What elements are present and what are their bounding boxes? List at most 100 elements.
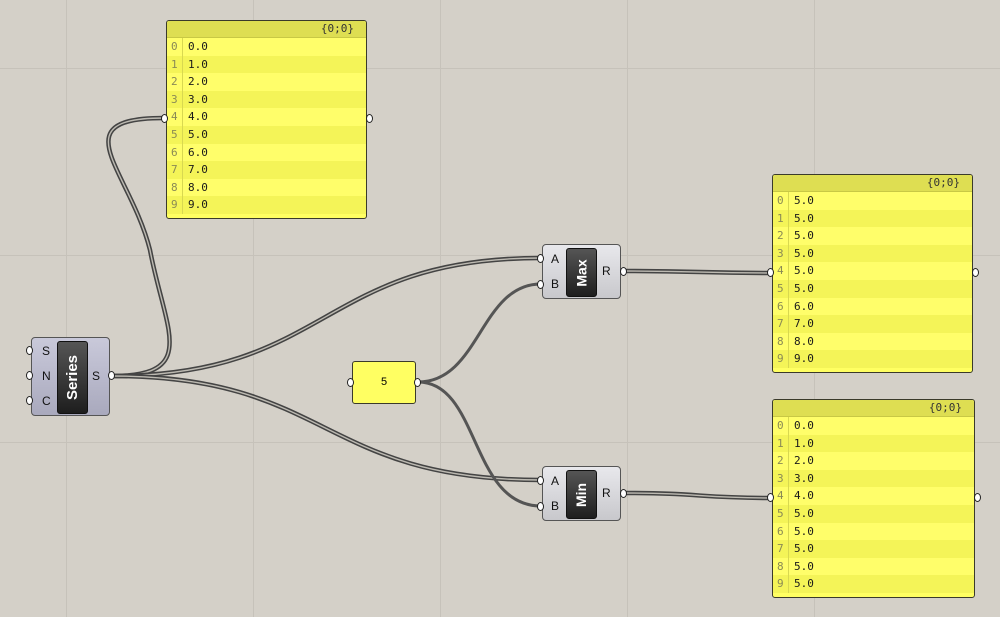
max-component[interactable]: A B Max R <box>542 244 621 299</box>
min-output-r-port[interactable] <box>620 489 627 498</box>
series-output-s-port[interactable] <box>108 371 115 380</box>
panel-row-value: 0.0 <box>188 40 208 53</box>
panel-row-value: 5.0 <box>794 194 814 207</box>
panel-row-value: 2.0 <box>188 75 208 89</box>
min-input-a-label: A <box>551 474 560 488</box>
series-component[interactable]: S N C Series S <box>31 337 110 416</box>
max-input-b-port[interactable] <box>537 280 544 289</box>
panel-row-index: 4 <box>167 108 183 126</box>
panel-row-index: 1 <box>773 434 789 453</box>
panel-row-value: 5.0 <box>188 127 208 141</box>
panel-row-value: 1.0 <box>188 57 208 71</box>
panel-row-value: 2.0 <box>794 454 814 468</box>
wire-series-to-panel[interactable] <box>106 115 172 379</box>
series-output-s-label: S <box>92 369 101 383</box>
panel-row-index: 0 <box>167 38 183 56</box>
panel-row-value: 3.0 <box>188 92 208 106</box>
panel-row-index: 1 <box>773 209 789 228</box>
panel-row-value: 6.0 <box>188 145 208 159</box>
max-input-a-port[interactable] <box>537 254 544 263</box>
panel-series-output-port[interactable] <box>366 114 373 123</box>
max-output-r-port[interactable] <box>620 267 627 276</box>
panel-row-index: 4 <box>773 262 789 280</box>
panel-min-output-port[interactable] <box>974 493 981 502</box>
panel-row-index: 7 <box>773 540 789 558</box>
panel-row-index: 1 <box>167 55 183 74</box>
panel-row-value: 3.0 <box>794 471 814 485</box>
panel-row-value: 5.0 <box>794 577 814 591</box>
min-component[interactable]: A B Min R <box>542 466 621 521</box>
wire-param-to-min-b[interactable] <box>416 380 543 508</box>
panel-row-index: 2 <box>773 452 789 470</box>
panel-row-value: 9.0 <box>188 198 208 212</box>
panel-header: {0;0} <box>167 21 366 38</box>
series-core[interactable]: Series <box>57 341 88 414</box>
wire-param-to-max-b[interactable] <box>416 282 543 384</box>
max-core[interactable]: Max <box>566 248 597 297</box>
number-parameter-value: 5 <box>380 376 388 388</box>
panel-max-output-port[interactable] <box>972 268 979 277</box>
series-title: Series <box>64 354 82 401</box>
panel-row-index: 3 <box>773 469 789 488</box>
panel-row-index: 5 <box>773 279 789 298</box>
panel-header: {0;0} <box>773 400 974 417</box>
series-input-s-port[interactable] <box>26 346 33 355</box>
series-input-n-port[interactable] <box>26 371 33 380</box>
panel-row-index: 4 <box>773 487 789 505</box>
panel-row-index: 9 <box>167 196 183 214</box>
panel-row-index: 0 <box>773 192 789 210</box>
series-input-s-label: S <box>42 344 51 358</box>
panel-series-input-port[interactable] <box>161 114 168 123</box>
panel-row-value: 7.0 <box>794 317 814 331</box>
min-output-r-label: R <box>602 486 611 500</box>
panel-row-index: 7 <box>773 315 789 333</box>
panel-row-value: 5.0 <box>794 542 814 556</box>
panel-row-value: 4.0 <box>794 489 814 503</box>
min-input-b-port[interactable] <box>537 502 544 511</box>
number-parameter-output-port[interactable] <box>414 378 421 387</box>
panel-row-value: 5.0 <box>794 229 814 243</box>
panel-row-value: 5.0 <box>794 246 814 260</box>
panel-row-index: 5 <box>167 125 183 144</box>
panel-max-input-port[interactable] <box>767 268 774 277</box>
number-parameter-input-port[interactable] <box>347 378 354 387</box>
min-input-b-label: B <box>551 499 560 513</box>
panel-min-input-port[interactable] <box>767 493 774 502</box>
min-input-a-port[interactable] <box>537 476 544 485</box>
panel-row-value: 5.0 <box>794 264 814 278</box>
panel-row-index: 9 <box>773 350 789 368</box>
min-core[interactable]: Min <box>566 470 597 519</box>
panel-row-index: 7 <box>167 161 183 179</box>
series-input-c-port[interactable] <box>26 396 33 405</box>
panel-row-value: 0.0 <box>794 419 814 432</box>
number-parameter[interactable]: 5 <box>352 361 416 404</box>
